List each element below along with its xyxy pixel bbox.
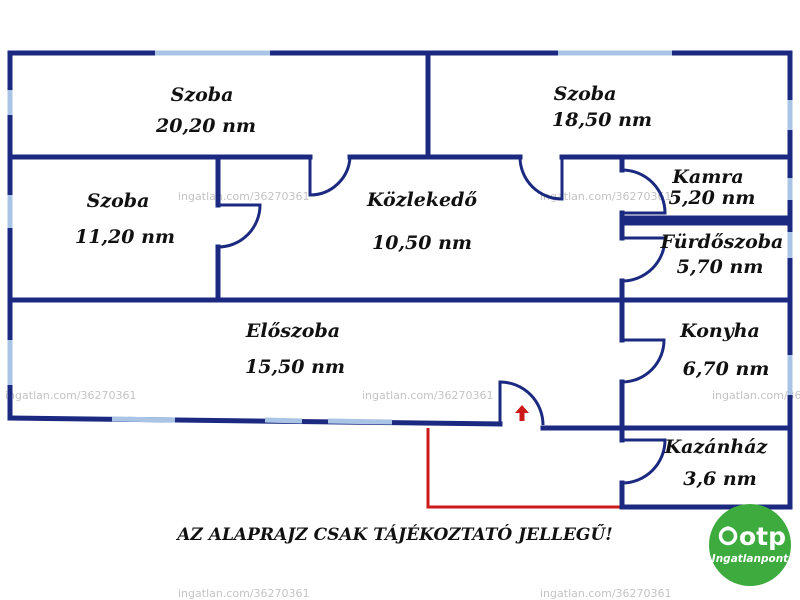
door-entrance	[498, 380, 545, 426]
room-area: 11,20 nm	[75, 226, 175, 248]
watermark: ingatlan.com/36270361	[540, 587, 672, 600]
watermark: ingatlan.com/36270361	[5, 389, 137, 402]
watermark: ingatlan.com/36270361	[178, 190, 310, 203]
door-szoba-20	[308, 156, 352, 197]
logo-brand: otp	[739, 522, 786, 551]
boundary-line	[426, 428, 622, 509]
disclaimer-text: AZ ALAPRAJZ CSAK TÁJÉKOZTATÓ JELLEGŰ!	[175, 524, 613, 545]
room-area: 20,20 nm	[155, 115, 256, 137]
room-name: Fürdőszoba	[660, 231, 784, 253]
room-area: 15,50 nm	[245, 356, 345, 378]
room-area: 3,6 nm	[683, 468, 757, 490]
room-name: Előszoba	[245, 320, 340, 342]
doors	[217, 156, 667, 485]
door-konyha	[621, 338, 666, 384]
room-name: Kamra	[671, 166, 743, 188]
logo-sub: Ingatlanpont	[712, 553, 789, 565]
door-szoba-11	[217, 203, 262, 249]
door-szoba-18	[518, 156, 564, 201]
room-name: Közlekedő	[366, 189, 477, 211]
room-area: 10,50 nm	[372, 232, 472, 254]
room-name: Szoba	[171, 84, 234, 106]
watermark: ingatlan.com/36270361	[178, 587, 310, 600]
room-area: 5,20 nm	[669, 187, 756, 209]
door-furdoszoba	[621, 236, 667, 283]
watermark: ingatlan.com/36270361	[362, 389, 494, 402]
room-area: 18,50 nm	[552, 109, 652, 131]
door-kazanhaz	[621, 438, 667, 485]
entrance-arrow-icon	[515, 405, 529, 421]
room-name: Kazánház	[664, 436, 769, 458]
room-labels: Szoba 20,20 nm Szoba 18,50 nm Szoba 11,2…	[75, 83, 783, 490]
room-name: Szoba	[87, 190, 150, 212]
watermark: ingatlan.com/36270361	[712, 389, 800, 402]
room-area: 6,70 nm	[683, 358, 770, 380]
watermarks: ingatlan.com/36270361 ingatlan.com/36270…	[5, 190, 800, 600]
room-name: Szoba	[554, 83, 617, 105]
watermark: ingatlan.com/36270361	[540, 190, 672, 203]
otp-logo-icon: otp Ingatlanpont	[709, 504, 791, 586]
room-name: Konyha	[679, 320, 760, 342]
windows	[7, 50, 793, 425]
door-kamra	[621, 168, 667, 215]
room-area: 5,70 nm	[677, 256, 764, 278]
